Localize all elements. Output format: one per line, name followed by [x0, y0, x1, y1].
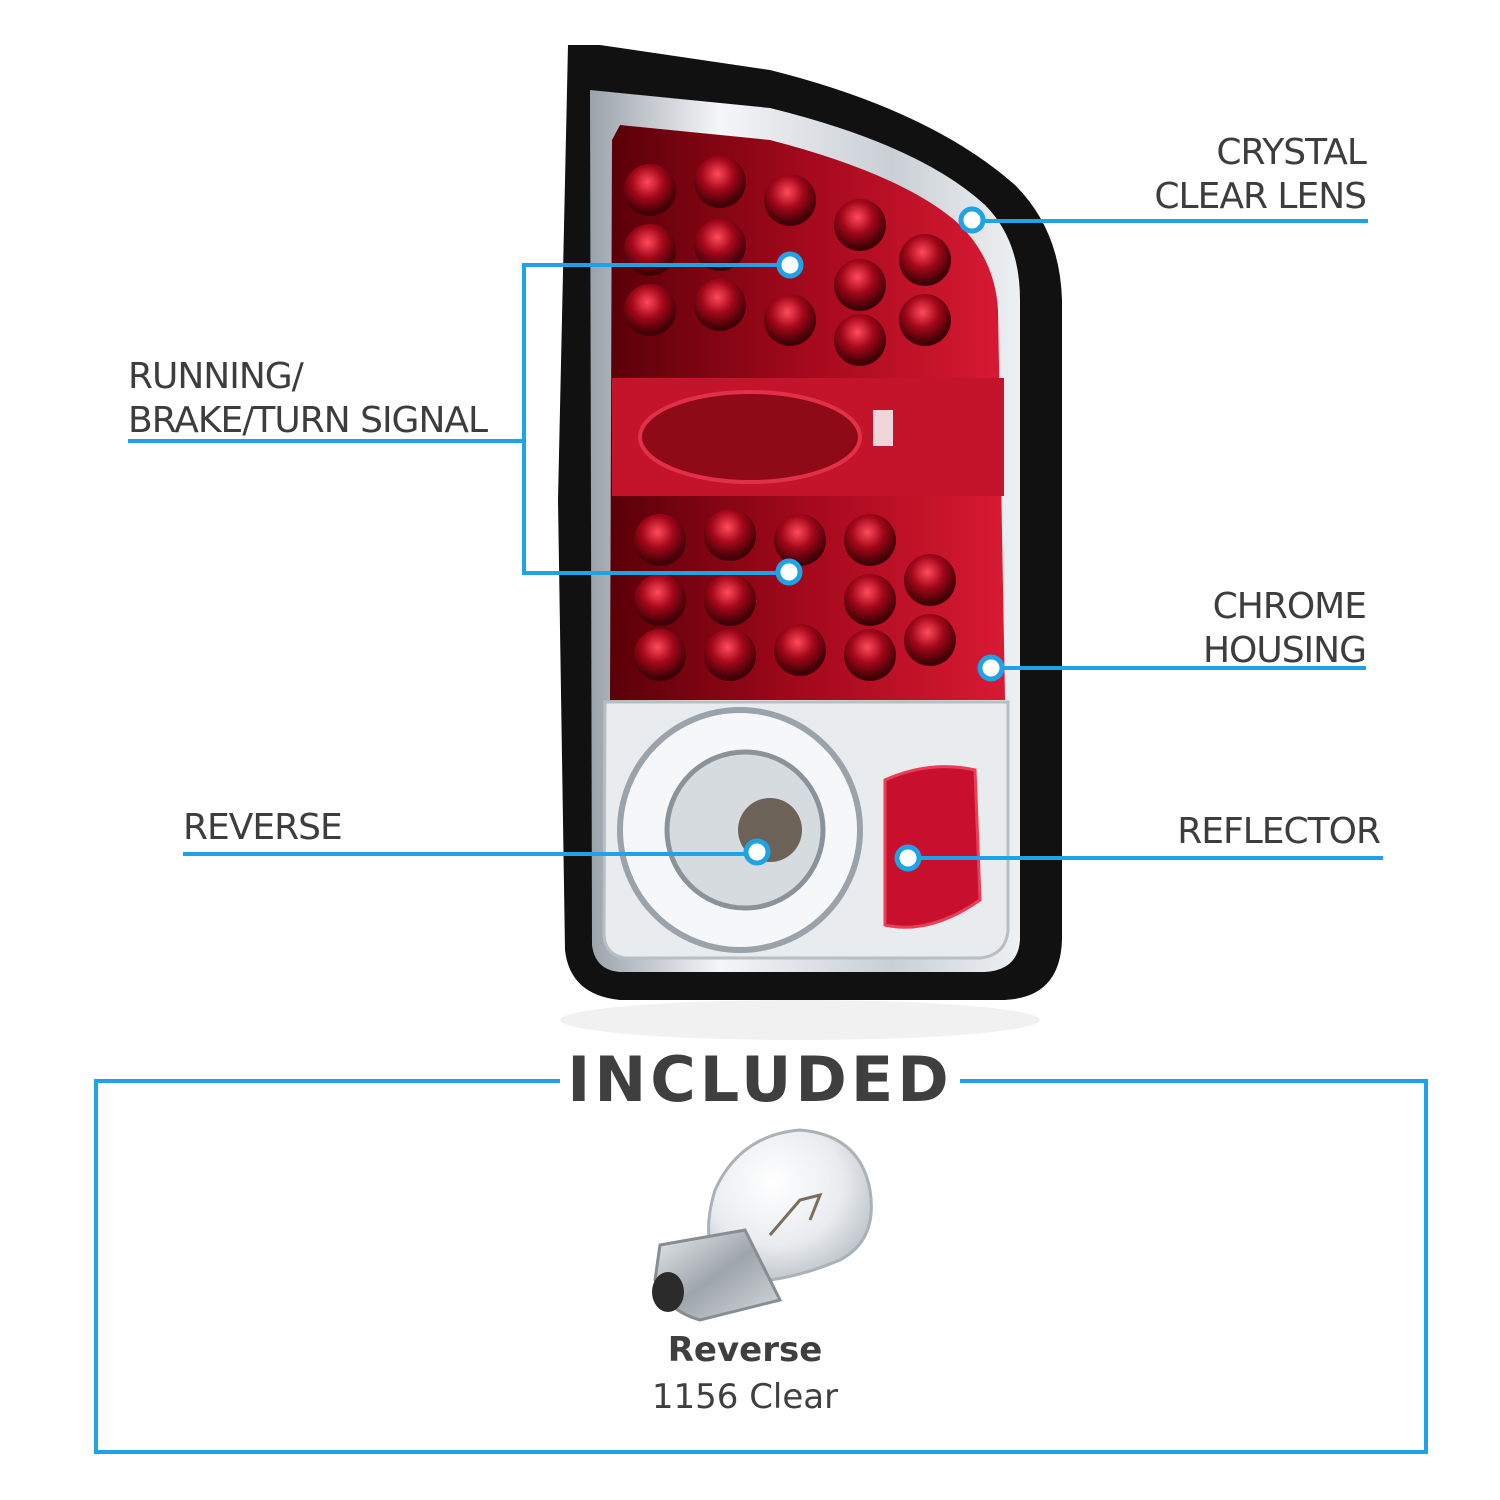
dot-running-upper	[776, 251, 804, 279]
dot-chrome-housing	[977, 654, 1005, 682]
bulb-name: Reverse	[667, 1330, 823, 1370]
dot-marking	[873, 410, 893, 446]
dot-running-lower	[775, 558, 803, 586]
lower-led-cluster	[634, 509, 956, 681]
bulb-spec: 1156 Clear	[651, 1377, 839, 1417]
label-reflector: REFLECTOR	[1177, 811, 1381, 852]
dot-reverse	[743, 838, 771, 866]
included-box	[94, 1079, 1428, 1454]
included-title: INCLUDED	[567, 1043, 953, 1116]
label-running-brake-turn-signal: RUNNING/ BRAKE/TURN SIGNAL	[128, 356, 488, 441]
included-box-border	[94, 1079, 1428, 1454]
side-reflector	[883, 765, 982, 929]
bulb-contact	[652, 1272, 684, 1312]
floor-reflection	[560, 1000, 1040, 1040]
label-reverse: REVERSE	[183, 807, 343, 848]
callout-leaders	[128, 219, 1383, 860]
callout-dots	[743, 206, 1005, 872]
dot-crystal-clear-lens	[958, 206, 986, 234]
label-chrome-housing: CHROME HOUSING	[1202, 586, 1367, 671]
tail-light-illustration	[558, 45, 1062, 1040]
bulb-icon	[652, 1128, 873, 1322]
upper-led-cluster	[624, 156, 951, 366]
bulb-filament	[768, 1192, 823, 1236]
leader-running-brake-turn	[522, 263, 790, 575]
center-reflector-oval	[638, 390, 862, 484]
dot-reflector	[894, 844, 922, 872]
label-crystal-clear-lens: CRYSTAL CLEAR LENS	[1154, 132, 1367, 217]
